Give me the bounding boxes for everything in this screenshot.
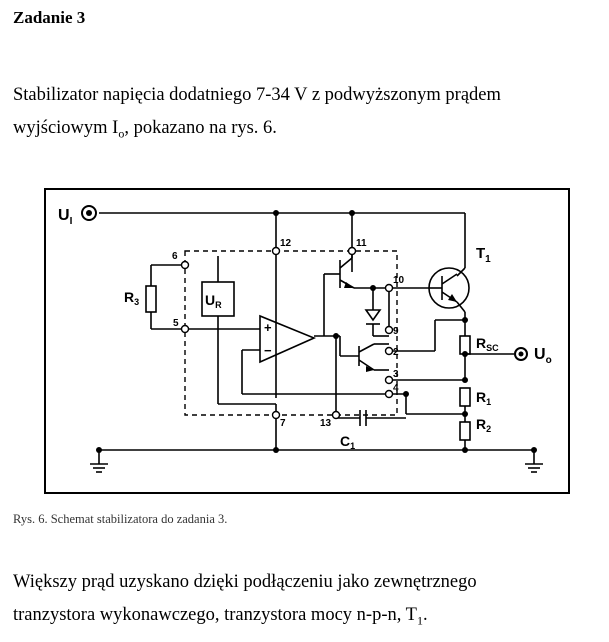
ur-label: UR	[205, 292, 222, 310]
pin-label: 10	[393, 275, 405, 286]
pin-label: 5	[173, 318, 179, 329]
pin-label: 13	[320, 418, 332, 429]
task-heading: Zadanie 3	[13, 8, 86, 27]
pin-label: 2	[393, 347, 399, 358]
intro-paragraph: Stabilizator napięcia dodatniego 7-34 V …	[13, 79, 597, 151]
pin-label: 3	[393, 369, 399, 380]
r2-label: R2	[476, 416, 491, 434]
opamp-plus: +	[264, 320, 272, 335]
pin-label: 7	[280, 418, 286, 429]
pin-label: 6	[172, 251, 178, 262]
intro-line-1: Stabilizator napięcia dodatniego 7-34 V …	[13, 85, 501, 105]
closing-line-2: tranzystora wykonawczego, tranzystora mo…	[13, 605, 428, 628]
opamp-minus: −	[264, 343, 272, 358]
rsc-label: RSC	[476, 335, 499, 353]
c1-label: C1	[340, 433, 355, 451]
closing-line-1: Większy prąd uzyskano dzięki podłączeniu…	[13, 572, 477, 592]
pin-label: 11	[356, 238, 367, 249]
closing-paragraph: Większy prąd uzyskano dzięki podłączeniu…	[13, 566, 597, 638]
pin-label: 4	[393, 383, 399, 394]
circuit-schematic: 12 11 10 9 2 3 4 6 5 7 13 UI Uo T1 UR R3…	[44, 188, 570, 494]
figure-caption: Rys. 6. Schemat stabilizatora do zadania…	[13, 512, 228, 526]
r1-label: R1	[476, 389, 491, 407]
intro-line-2: wyjściowym Io, pokazano na rys. 6.	[13, 118, 277, 141]
pin-label: 12	[280, 238, 292, 249]
circuit-figure: 12 11 10 9 2 3 4 6 5 7 13 UI Uo T1 UR R3…	[44, 188, 570, 494]
r3-label: R3	[124, 289, 139, 307]
t1-label: T1	[476, 245, 491, 265]
uo-label: Uo	[534, 346, 552, 366]
ui-label: UI	[58, 207, 73, 227]
pin-label: 9	[393, 326, 399, 337]
